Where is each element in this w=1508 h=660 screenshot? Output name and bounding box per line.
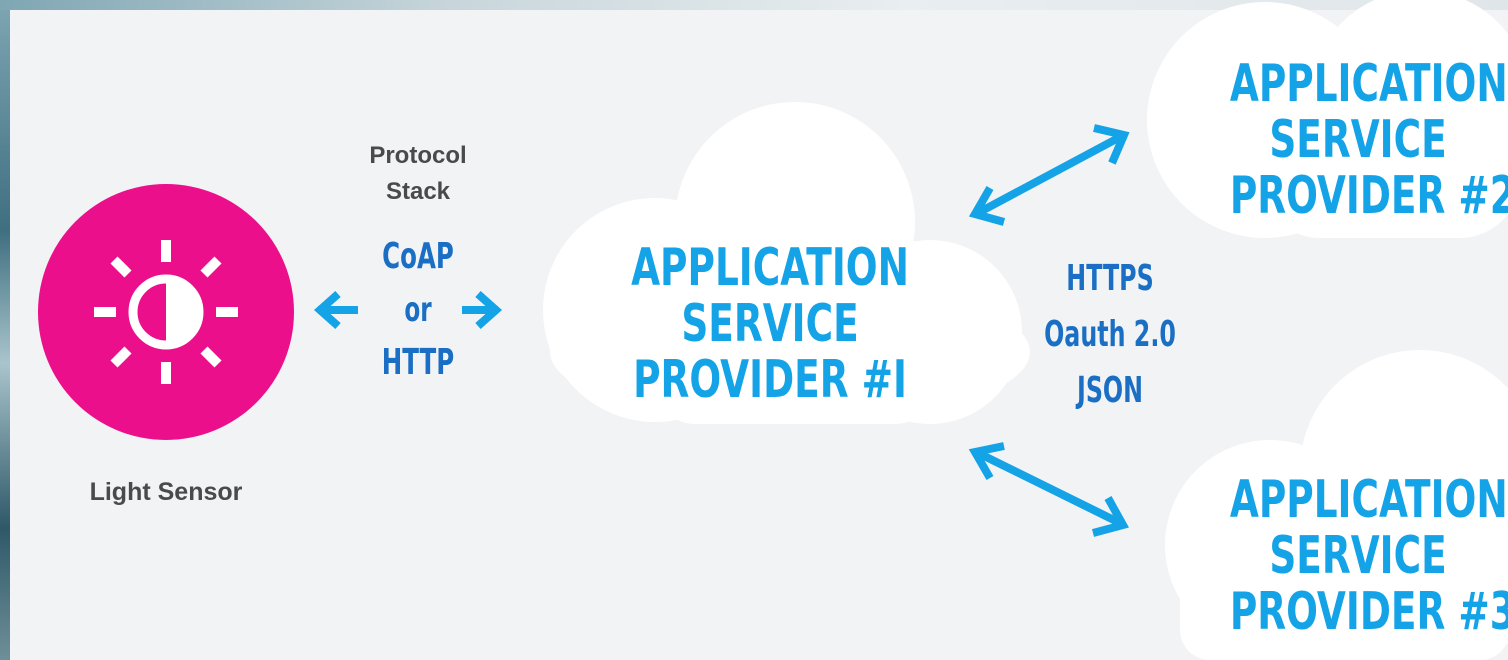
- api-line-json: JSON: [1076, 370, 1144, 411]
- provider-3-label: APPLICATION SERVICE PROVIDER #3: [1229, 470, 1508, 643]
- backdrop-photo-edge: [0, 0, 10, 660]
- arrow-to-sensor-head: [313, 291, 341, 329]
- provider-1-line3: PROVIDER #I: [633, 350, 907, 411]
- brightness-contrast-icon: [94, 240, 238, 384]
- arrow-provider-1-to-3: [974, 448, 1124, 528]
- api-line-https: HTTPS: [1066, 258, 1154, 299]
- arrow-provider-2-head: [1093, 124, 1130, 165]
- contrast-half-fill: [166, 279, 199, 345]
- sensor-label: Light Sensor: [89, 478, 243, 506]
- protocol-title-line1: Protocol: [369, 142, 467, 169]
- protocol-line-coap: CoAP: [382, 236, 454, 277]
- protocol-line-or: or: [404, 290, 432, 330]
- provider-2-line1: APPLICATION: [1229, 54, 1508, 114]
- arrow-provider-1-head-a: [968, 186, 1006, 226]
- provider-1-line2: SERVICE: [681, 294, 859, 355]
- provider-2-line2: SERVICE: [1269, 110, 1447, 171]
- provider-3-line1: APPLICATION: [1229, 470, 1508, 530]
- cloud-provider-3: [1165, 350, 1508, 660]
- provider-3-line2: SERVICE: [1269, 526, 1447, 587]
- arrows: [313, 124, 1130, 537]
- cloud-provider-1: [543, 102, 1030, 424]
- protocol-line-http: HTTP: [381, 342, 455, 383]
- arrow-provider-1-to-2: [974, 132, 1124, 218]
- provider-2-label: APPLICATION SERVICE PROVIDER #2: [1229, 54, 1508, 227]
- arrow-to-provider-1-head: [475, 291, 503, 329]
- provider-1-line1: APPLICATION: [631, 238, 909, 298]
- cloud-provider-2: [1147, 0, 1508, 238]
- provider-1-label: APPLICATION SERVICE PROVIDER #I: [626, 238, 914, 411]
- api-line-oauth: Oauth 2.0: [1044, 314, 1176, 355]
- arrow-provider-1-head-b: [968, 442, 1005, 480]
- backdrop-photo-edge-top: [0, 0, 1508, 10]
- protocol-title-line2: Stack: [385, 178, 451, 205]
- arrow-provider-3-head: [1091, 496, 1129, 537]
- provider-3-line3: PROVIDER #3: [1229, 582, 1508, 643]
- provider-2-line3: PROVIDER #2: [1229, 166, 1508, 227]
